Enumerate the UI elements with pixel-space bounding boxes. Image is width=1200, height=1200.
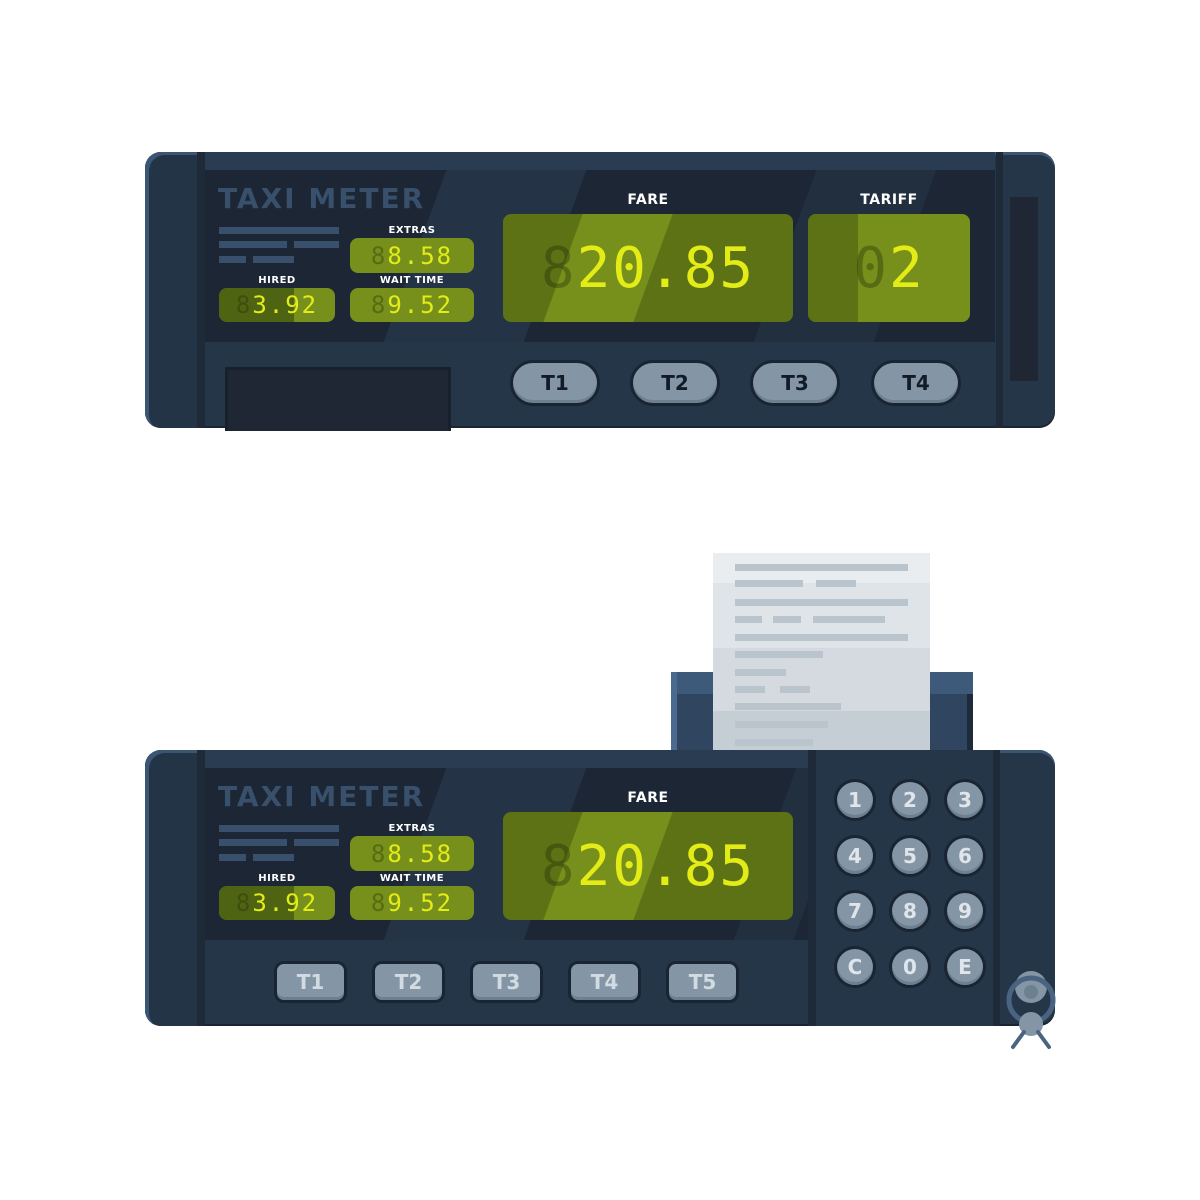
wait-time-value: 9.52 bbox=[387, 889, 454, 917]
left-side-panel bbox=[145, 152, 205, 428]
right-side-panel bbox=[996, 152, 1055, 428]
receipt-paper bbox=[713, 553, 930, 751]
decor-line bbox=[219, 854, 246, 861]
extras-label: EXTRAS bbox=[388, 823, 436, 834]
tariff-button-t2[interactable]: T2 bbox=[372, 961, 445, 1003]
key-ring-icon[interactable] bbox=[1000, 970, 1060, 1052]
tariff-label: TARIFF bbox=[860, 192, 918, 208]
tariff-button-t1[interactable]: T1 bbox=[510, 360, 600, 406]
extras-label: EXTRAS bbox=[388, 225, 436, 236]
keypad-key-9[interactable]: 9 bbox=[944, 890, 986, 932]
tariff-button-t4[interactable]: T4 bbox=[568, 961, 641, 1003]
decor-line bbox=[219, 256, 246, 263]
extras-value: 8.58 bbox=[387, 241, 454, 270]
fare-label: FARE bbox=[627, 790, 669, 806]
decor-line bbox=[294, 241, 339, 248]
decor-line bbox=[294, 839, 339, 846]
keypad-key-enter[interactable]: E bbox=[944, 946, 986, 988]
extras-value: 8.58 bbox=[387, 839, 454, 868]
vertical-slot bbox=[1010, 197, 1038, 381]
keypad-key-6[interactable]: 6 bbox=[944, 835, 986, 877]
decor-line bbox=[253, 256, 294, 263]
hired-label: HIRED bbox=[258, 873, 296, 884]
keypad-key-1[interactable]: 1 bbox=[834, 779, 876, 821]
hired-label: HIRED bbox=[258, 275, 296, 286]
card-slot bbox=[225, 367, 451, 431]
tariff-button-t4[interactable]: T4 bbox=[871, 360, 961, 406]
left-side-panel bbox=[145, 750, 205, 1026]
brand-title: TAXI METER bbox=[218, 780, 426, 813]
brand-title: TAXI METER bbox=[218, 182, 426, 215]
keypad-key-3[interactable]: 3 bbox=[944, 779, 986, 821]
keypad-key-7[interactable]: 7 bbox=[834, 890, 876, 932]
keypad-key-clear[interactable]: C bbox=[834, 946, 876, 988]
keypad-key-2[interactable]: 2 bbox=[889, 779, 931, 821]
top-strip bbox=[205, 152, 995, 170]
tariff-button-t1[interactable]: T1 bbox=[274, 961, 347, 1003]
wait-time-label: WAIT TIME bbox=[379, 275, 445, 286]
tariff-value: 2 bbox=[889, 235, 925, 301]
decor-line bbox=[219, 227, 339, 234]
wait-time-label: WAIT TIME bbox=[379, 873, 445, 884]
wait-time-value: 9.52 bbox=[387, 291, 454, 319]
tariff-button-t3[interactable]: T3 bbox=[470, 961, 543, 1003]
decor-line bbox=[219, 825, 339, 832]
decor-line bbox=[219, 839, 287, 846]
hired-value: 3.92 bbox=[252, 889, 319, 917]
fare-value: 20.85 bbox=[576, 235, 756, 301]
keypad-key-4[interactable]: 4 bbox=[834, 835, 876, 877]
keypad-key-0[interactable]: 0 bbox=[889, 946, 931, 988]
tariff-button-t2[interactable]: T2 bbox=[630, 360, 720, 406]
fare-value: 20.85 bbox=[576, 833, 756, 899]
keypad-key-5[interactable]: 5 bbox=[889, 835, 931, 877]
tariff-button-t3[interactable]: T3 bbox=[750, 360, 840, 406]
hired-value: 3.92 bbox=[252, 291, 319, 319]
decor-line bbox=[219, 241, 287, 248]
keypad-key-8[interactable]: 8 bbox=[889, 890, 931, 932]
fare-label: FARE bbox=[627, 192, 669, 208]
tariff-button-t5[interactable]: T5 bbox=[666, 961, 739, 1003]
top-strip bbox=[205, 750, 808, 768]
decor-line bbox=[253, 854, 294, 861]
